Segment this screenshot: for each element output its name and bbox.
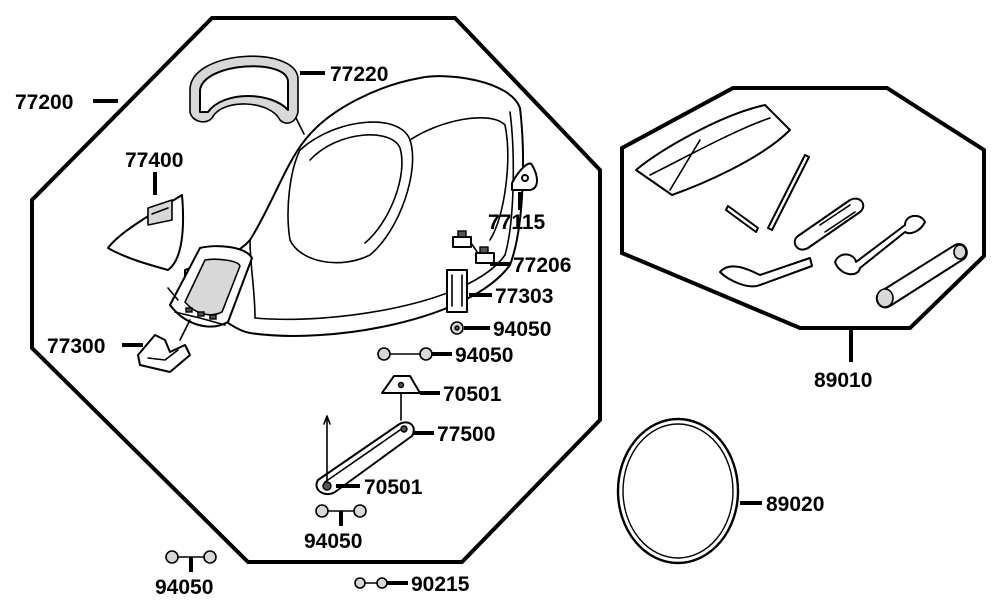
label-77300: 77300 xyxy=(47,335,105,358)
label-70501-b: 70501 xyxy=(364,476,423,499)
label-77303: 77303 xyxy=(495,285,553,308)
bracket-drawing xyxy=(446,269,468,313)
label-94050-c: 94050 xyxy=(304,530,362,553)
label-77115: 77115 xyxy=(488,211,546,234)
seat-group-outline xyxy=(30,16,602,564)
label-94050-b: 94050 xyxy=(455,344,513,367)
toolkit-group-outline xyxy=(620,86,986,330)
switch-drawing xyxy=(452,230,495,264)
seat-drawing xyxy=(167,75,524,337)
cover-drawing xyxy=(107,194,185,271)
label-89020: 89020 xyxy=(766,493,824,516)
label-94050-d: 94050 xyxy=(155,576,213,599)
label-90215: 90215 xyxy=(411,573,470,596)
screw-drawing xyxy=(354,577,388,589)
nuts-drawing-b xyxy=(377,347,433,361)
label-77400: 77400 xyxy=(125,149,183,172)
label-77206: 77206 xyxy=(513,254,571,277)
label-70501-a: 70501 xyxy=(443,383,502,406)
seat-bracket-drawing xyxy=(137,319,191,373)
hinge-arm-drawing xyxy=(315,415,415,496)
toolkit-drawing xyxy=(635,104,968,309)
latch-drawing xyxy=(511,162,538,210)
nut-drawing-a xyxy=(450,321,464,335)
backrest-drawing xyxy=(189,55,305,135)
label-77500: 77500 xyxy=(437,423,495,446)
belt-ring-drawing xyxy=(616,417,740,565)
label-77220: 77220 xyxy=(330,63,388,86)
nuts-drawing-c xyxy=(315,504,367,518)
label-89010: 89010 xyxy=(814,369,872,392)
nuts-drawing-d xyxy=(165,550,217,564)
hinge-drawing-a xyxy=(381,375,421,421)
label-94050-a: 94050 xyxy=(493,318,551,341)
label-77200: 77200 xyxy=(15,91,73,114)
